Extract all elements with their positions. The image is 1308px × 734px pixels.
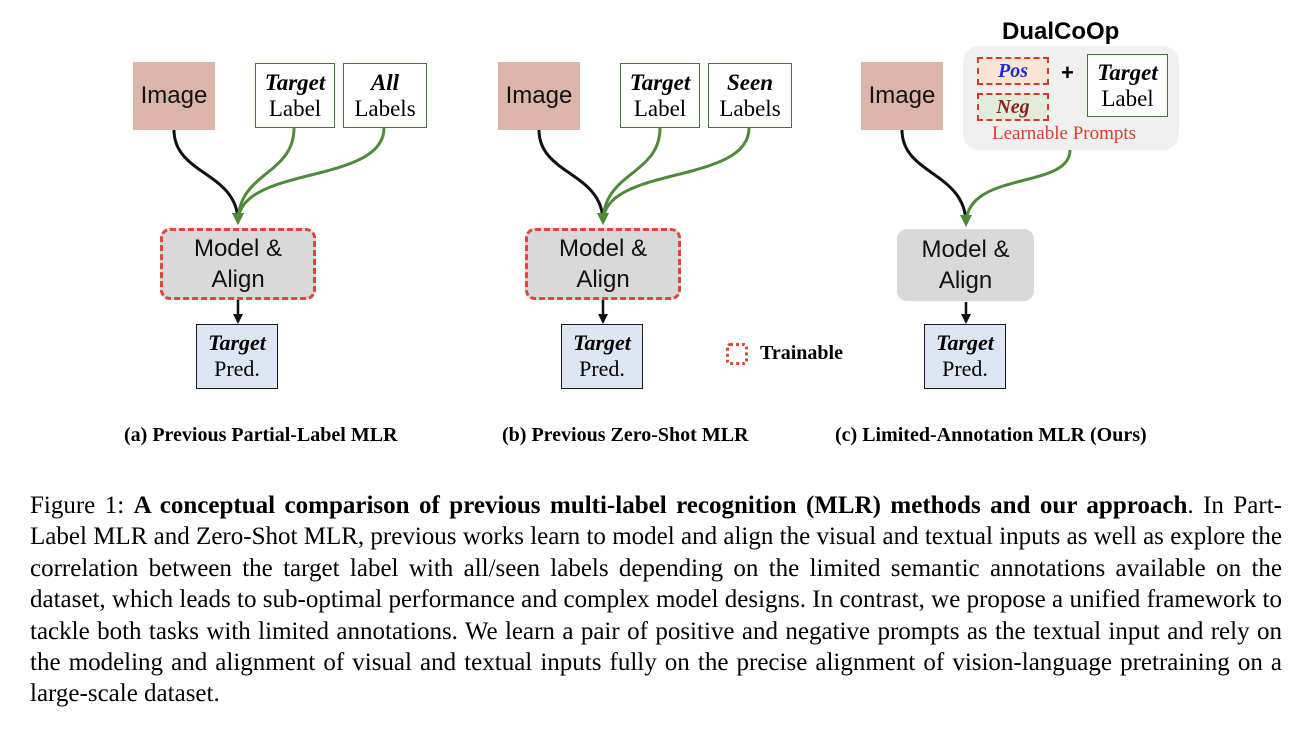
- image-box-b: Image: [498, 62, 580, 130]
- dualcoop-title: DualCoOp: [1002, 18, 1120, 45]
- model-line2-c: Align: [938, 267, 993, 294]
- caption-body: . In Part-Label MLR and Zero-Shot MLR, p…: [30, 492, 1282, 708]
- neg-prompt-box: Neg: [977, 93, 1049, 121]
- model-align-box-b: Model & Align: [525, 228, 681, 300]
- model-line2-a: Align: [211, 266, 265, 293]
- model-align-box-a: Model & Align: [160, 228, 316, 300]
- arrow-image-to-model-c: [900, 129, 971, 226]
- all-labels-emph-a: All: [370, 70, 400, 95]
- pred-text-c: Pred.: [942, 356, 988, 381]
- arrow-image-to-model-a: [172, 129, 243, 224]
- pred-emph-b: Target: [573, 330, 631, 355]
- connector-arrows: [172, 127, 1072, 324]
- pos-prompt-box: Pos: [977, 57, 1049, 85]
- arrow-target-label-to-model-b: [597, 127, 662, 225]
- target-label-emph-b: Target: [629, 70, 691, 95]
- model-align-box-c: Model & Align: [897, 229, 1034, 301]
- pred-emph-a: Target: [208, 330, 266, 355]
- pred-box-c: Target Pred.: [924, 324, 1006, 389]
- trainable-legend: Trainable: [726, 342, 843, 365]
- model-line1-a: Model &: [193, 235, 283, 262]
- model-line1-b: Model &: [558, 235, 648, 262]
- seen-labels-box-b: Seen Labels: [708, 63, 792, 128]
- plus-sign: +: [1061, 60, 1074, 85]
- image-label-c: Image: [868, 82, 936, 109]
- arrow-target-label-to-model-a: [232, 127, 296, 225]
- pred-box-b: Target Pred.: [561, 324, 643, 389]
- target-label-emph-a: Target: [264, 70, 326, 95]
- image-label-a: Image: [140, 82, 208, 109]
- all-labels-text-a: Labels: [354, 96, 416, 121]
- image-label-b: Image: [505, 82, 573, 109]
- target-label-text-a: Label: [268, 96, 322, 121]
- pred-emph-c: Target: [936, 330, 994, 355]
- seen-labels-emph-b: Seen: [727, 70, 773, 95]
- arrow-image-to-model-b: [537, 129, 608, 224]
- pred-text-b: Pred.: [579, 356, 625, 381]
- target-label-text-b: Label: [633, 96, 687, 121]
- target-label-box-a: Target Label: [255, 63, 335, 128]
- pos-prompt-label: Pos: [998, 59, 1028, 82]
- sub-caption-c: (c) Limited-Annotation MLR (Ours): [835, 424, 1147, 446]
- model-line1-c: Model &: [921, 236, 1010, 263]
- pred-box-a: Target Pred.: [196, 324, 278, 389]
- target-label-box-c: Target Label: [1087, 54, 1168, 117]
- caption-prefix: Figure 1:: [30, 492, 125, 519]
- sub-caption-b: (b) Previous Zero-Shot MLR: [502, 424, 749, 446]
- all-labels-box-a: All Labels: [343, 63, 427, 128]
- target-label-emph-c: Target: [1097, 60, 1158, 85]
- arrow-prompts-to-model-c: [960, 149, 1072, 227]
- target-label-text-c: Label: [1101, 86, 1154, 111]
- learnable-prompts-label: Learnable Prompts: [992, 123, 1137, 144]
- image-box-a: Image: [133, 62, 215, 130]
- sub-caption-a: (a) Previous Partial-Label MLR: [124, 424, 398, 446]
- seen-labels-text-b: Labels: [719, 96, 781, 121]
- figure-diagram: Image Target Label All Labels Model & Al…: [124, 18, 1179, 446]
- arrow-seen-labels-to-model-b: [597, 127, 751, 225]
- target-label-box-b: Target Label: [620, 63, 700, 128]
- caption-bold-title: A conceptual comparison of previous mult…: [133, 492, 1188, 519]
- arrow-all-labels-to-model-a: [232, 127, 386, 225]
- trainable-legend-label: Trainable: [760, 342, 843, 364]
- image-box-c: Image: [861, 62, 943, 130]
- neg-prompt-label: Neg: [996, 95, 1030, 118]
- figure-caption: Figure 1: A conceptual comparison of pre…: [30, 490, 1282, 710]
- trainable-swatch-icon: [726, 342, 748, 365]
- model-line2-b: Align: [576, 266, 630, 293]
- pred-text-a: Pred.: [214, 356, 260, 381]
